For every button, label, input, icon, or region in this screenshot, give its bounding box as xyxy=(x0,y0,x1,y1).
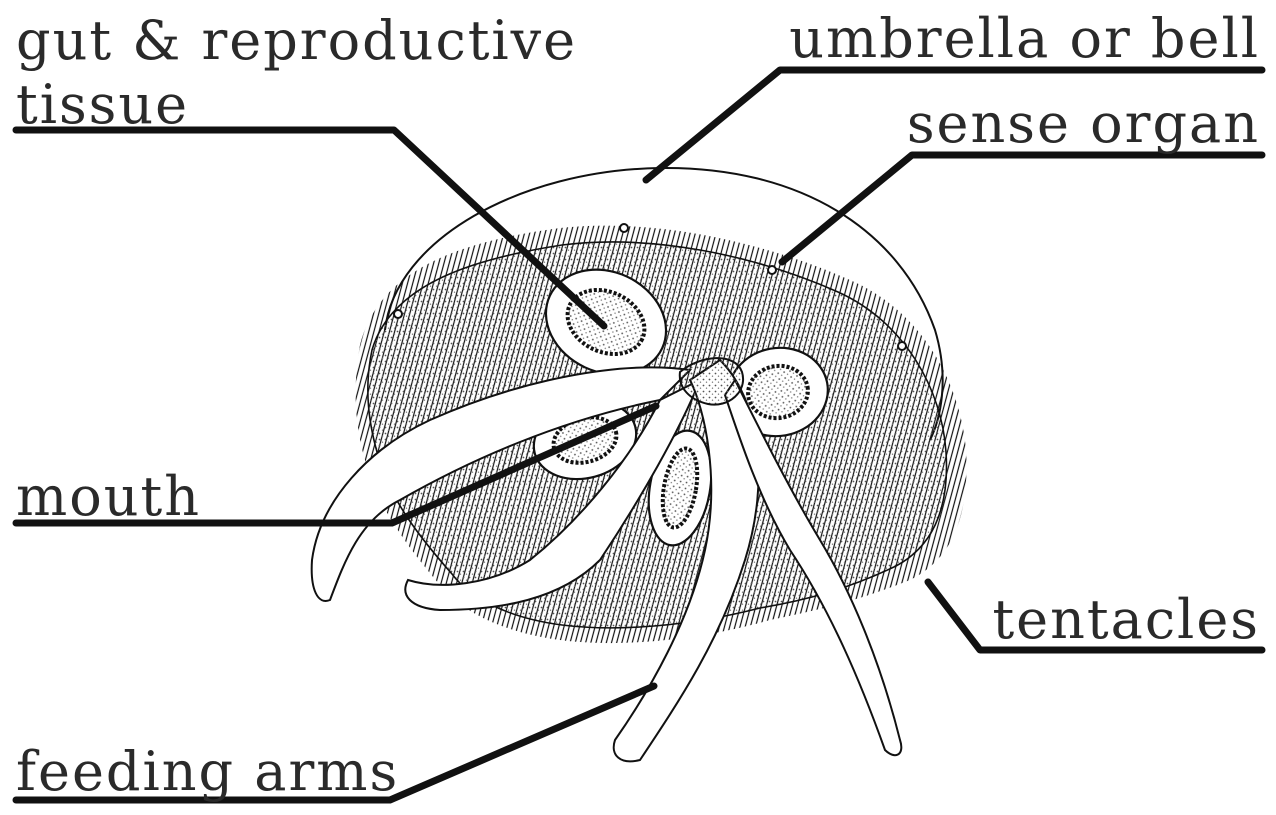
label-feeding-arms: feeding arms xyxy=(16,745,399,799)
label-gut-reproductive-line2: tissue xyxy=(16,78,189,132)
label-gut-reproductive-line1: gut & reproductive xyxy=(16,14,577,68)
label-umbrella: umbrella or bell xyxy=(789,12,1260,66)
label-sense-organ: sense organ xyxy=(907,97,1260,151)
label-tentacles: tentacles xyxy=(992,593,1260,647)
label-mouth: mouth xyxy=(16,470,201,524)
leader-sense-organ xyxy=(782,155,1262,262)
